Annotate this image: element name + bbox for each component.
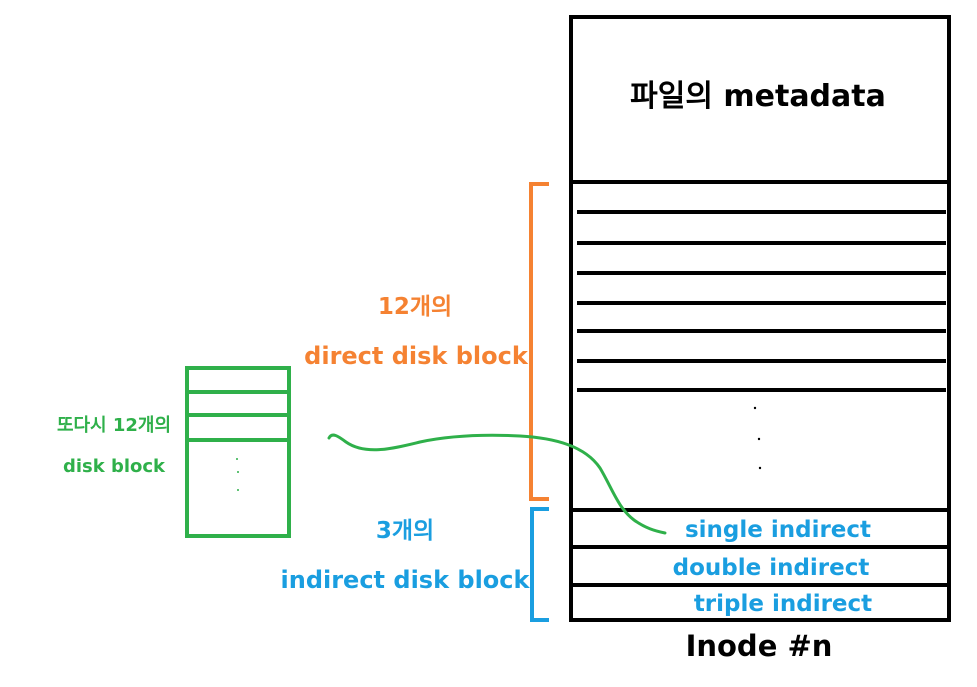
indirect-name-label: indirect disk block xyxy=(281,566,531,594)
indirect-bracket xyxy=(530,507,549,622)
side-ellipsis-dots xyxy=(236,458,239,491)
direct-block-rows xyxy=(577,210,946,392)
double-indirect-label: double indirect xyxy=(673,555,870,581)
pointer-curve xyxy=(327,433,667,535)
single-indirect-label: single indirect xyxy=(685,517,871,543)
direct-bracket xyxy=(529,182,549,501)
side-disk-block xyxy=(185,366,291,538)
direct-count-label: 12개의 xyxy=(378,294,452,320)
direct-ellipsis-dots xyxy=(753,406,762,470)
inode-caption: Inode #n xyxy=(686,629,833,663)
triple-indirect-label: triple indirect xyxy=(694,591,872,617)
side-count-label: 또다시 12개의 xyxy=(57,415,171,436)
metadata-label: 파일의 metadata xyxy=(630,79,886,114)
inode-box xyxy=(569,15,951,622)
indirect-count-label: 3개의 xyxy=(376,518,434,544)
side-name-label: disk block xyxy=(63,456,166,477)
direct-name-label: direct disk block xyxy=(304,342,529,370)
